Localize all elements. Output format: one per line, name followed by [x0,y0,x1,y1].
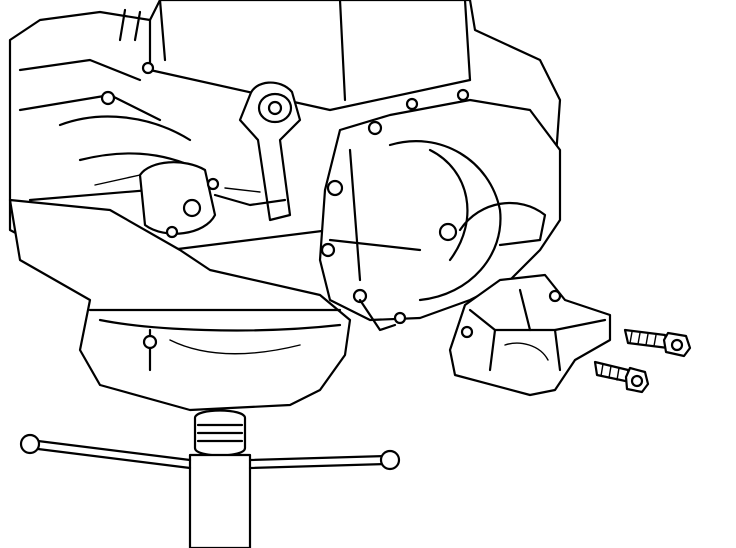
mount-bolt-lower [593,360,650,394]
engine-mount-bracket [448,273,612,397]
torque-strut [138,81,302,239]
oil-pan [8,198,352,412]
mount-bolt-upper [623,328,692,358]
transmission-jack [19,409,401,548]
